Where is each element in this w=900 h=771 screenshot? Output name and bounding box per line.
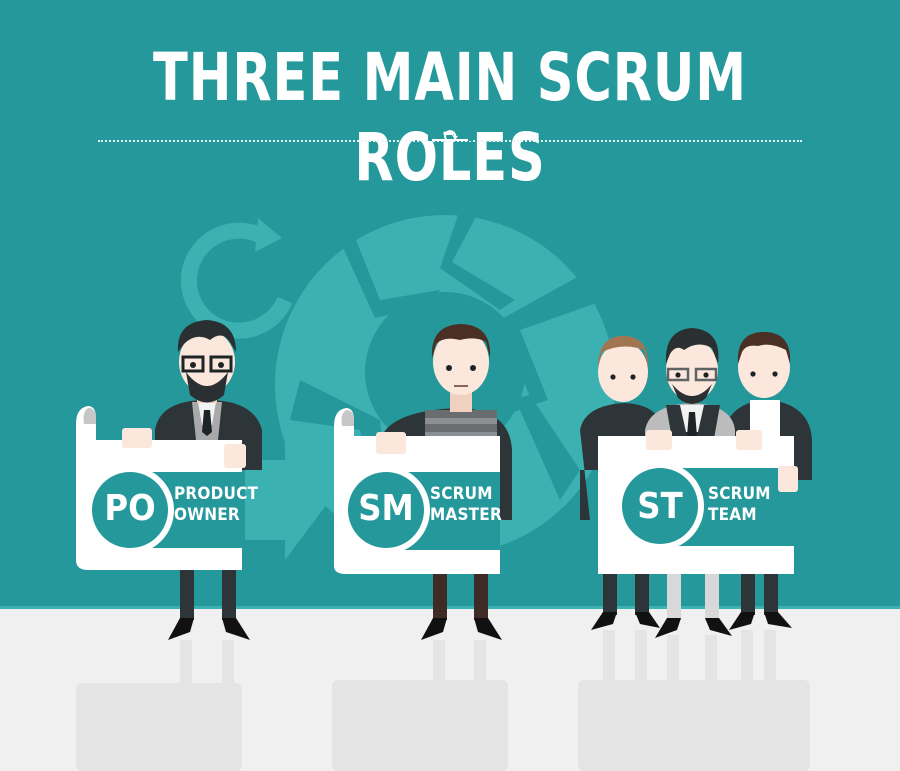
role-abbr-po: PO (104, 488, 156, 529)
role-abbr-st: ST (637, 486, 683, 527)
cycle-arrow-icon (428, 130, 472, 141)
role-abbr-sm: SM (358, 488, 414, 529)
role-name-scrum-team: SCRUM TEAM (708, 484, 771, 526)
floor-edge (0, 606, 900, 609)
role-line-1: SCRUM (708, 484, 771, 504)
sign-scrum-team (598, 430, 798, 574)
sign-product-owner (76, 406, 246, 570)
role-name-product-owner: PRODUCT OWNER (174, 484, 258, 526)
role-line-1: SCRUM (430, 484, 493, 504)
page-title: THREE MAIN SCRUM ROLES (153, 39, 747, 196)
role-line-2: TEAM (708, 505, 757, 525)
role-line-2: OWNER (174, 505, 240, 525)
role-line-1: PRODUCT (174, 484, 259, 504)
sign-scrum-master (334, 408, 500, 574)
role-name-scrum-master: SCRUM MASTER (430, 484, 502, 526)
role-line-2: MASTER (430, 505, 502, 525)
